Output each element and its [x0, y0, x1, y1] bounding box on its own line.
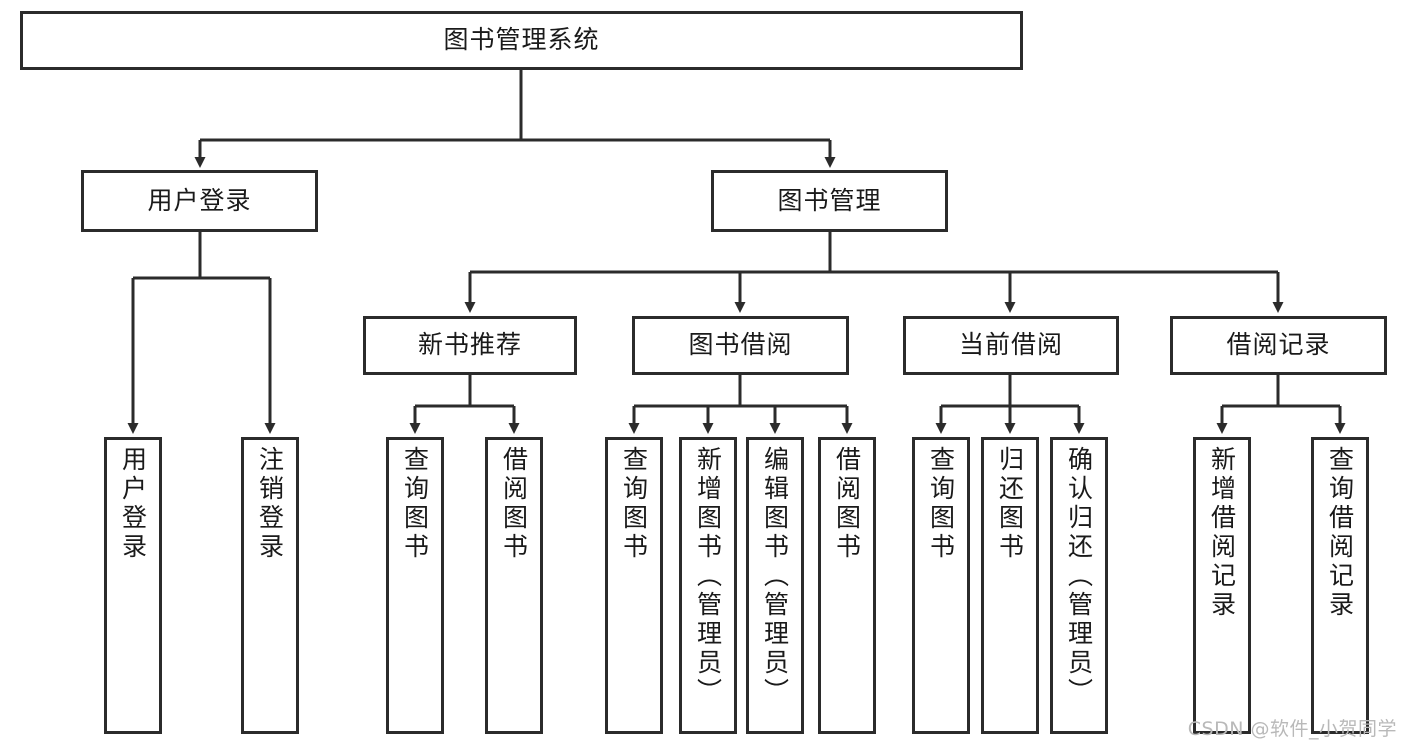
leaf-query-book-2[interactable]: 查询图书 — [605, 437, 663, 734]
node-book-manage[interactable]: 图书管理 — [711, 170, 948, 232]
node-root-label: 图书管理系统 — [443, 25, 600, 55]
node-root[interactable]: 图书管理系统 — [20, 11, 1023, 70]
node-user-login[interactable]: 用户登录 — [81, 170, 318, 232]
leaf-user-login-label: 用户登录 — [118, 446, 148, 562]
leaf-return-book-label: 归还图书 — [995, 446, 1025, 562]
node-new-book-rec[interactable]: 新书推荐 — [363, 316, 577, 375]
node-user-login-label: 用户登录 — [147, 185, 252, 215]
leaf-confirm-return-label: 确认归还（管理员） — [1064, 446, 1094, 707]
leaf-user-logout-label: 注销登录 — [255, 446, 285, 562]
leaf-query-record-label: 查询借阅记录 — [1325, 446, 1355, 620]
leaf-add-book-label: 新增图书（管理员） — [693, 446, 723, 707]
leaf-edit-book[interactable]: 编辑图书（管理员） — [746, 437, 804, 734]
leaf-user-logout[interactable]: 注销登录 — [241, 437, 299, 734]
leaf-query-book-1[interactable]: 查询图书 — [386, 437, 444, 734]
node-book-manage-label: 图书管理 — [777, 185, 882, 215]
node-new-book-rec-label: 新书推荐 — [417, 330, 522, 360]
leaf-borrow-book-1-label: 借阅图书 — [499, 446, 529, 562]
leaf-borrow-book-2-label: 借阅图书 — [832, 446, 862, 562]
node-borrow-record[interactable]: 借阅记录 — [1170, 316, 1387, 375]
leaf-return-book[interactable]: 归还图书 — [981, 437, 1039, 734]
leaf-add-record-label: 新增借阅记录 — [1207, 446, 1237, 620]
leaf-add-record[interactable]: 新增借阅记录 — [1193, 437, 1251, 734]
node-current-borrow[interactable]: 当前借阅 — [903, 316, 1119, 375]
leaf-query-book-1-label: 查询图书 — [400, 446, 430, 562]
node-book-borrow[interactable]: 图书借阅 — [632, 316, 849, 375]
leaf-edit-book-label: 编辑图书（管理员） — [760, 446, 790, 707]
leaf-borrow-book-1[interactable]: 借阅图书 — [485, 437, 543, 734]
leaf-query-book-3[interactable]: 查询图书 — [912, 437, 970, 734]
leaf-add-book[interactable]: 新增图书（管理员） — [679, 437, 737, 734]
leaf-user-login[interactable]: 用户登录 — [104, 437, 162, 734]
node-borrow-record-label: 借阅记录 — [1226, 330, 1331, 360]
leaf-query-book-2-label: 查询图书 — [619, 446, 649, 562]
node-book-borrow-label: 图书借阅 — [688, 330, 793, 360]
leaf-query-book-3-label: 查询图书 — [926, 446, 956, 562]
leaf-borrow-book-2[interactable]: 借阅图书 — [818, 437, 876, 734]
node-current-borrow-label: 当前借阅 — [958, 330, 1063, 360]
leaf-query-record[interactable]: 查询借阅记录 — [1311, 437, 1369, 734]
leaf-confirm-return[interactable]: 确认归还（管理员） — [1050, 437, 1108, 734]
